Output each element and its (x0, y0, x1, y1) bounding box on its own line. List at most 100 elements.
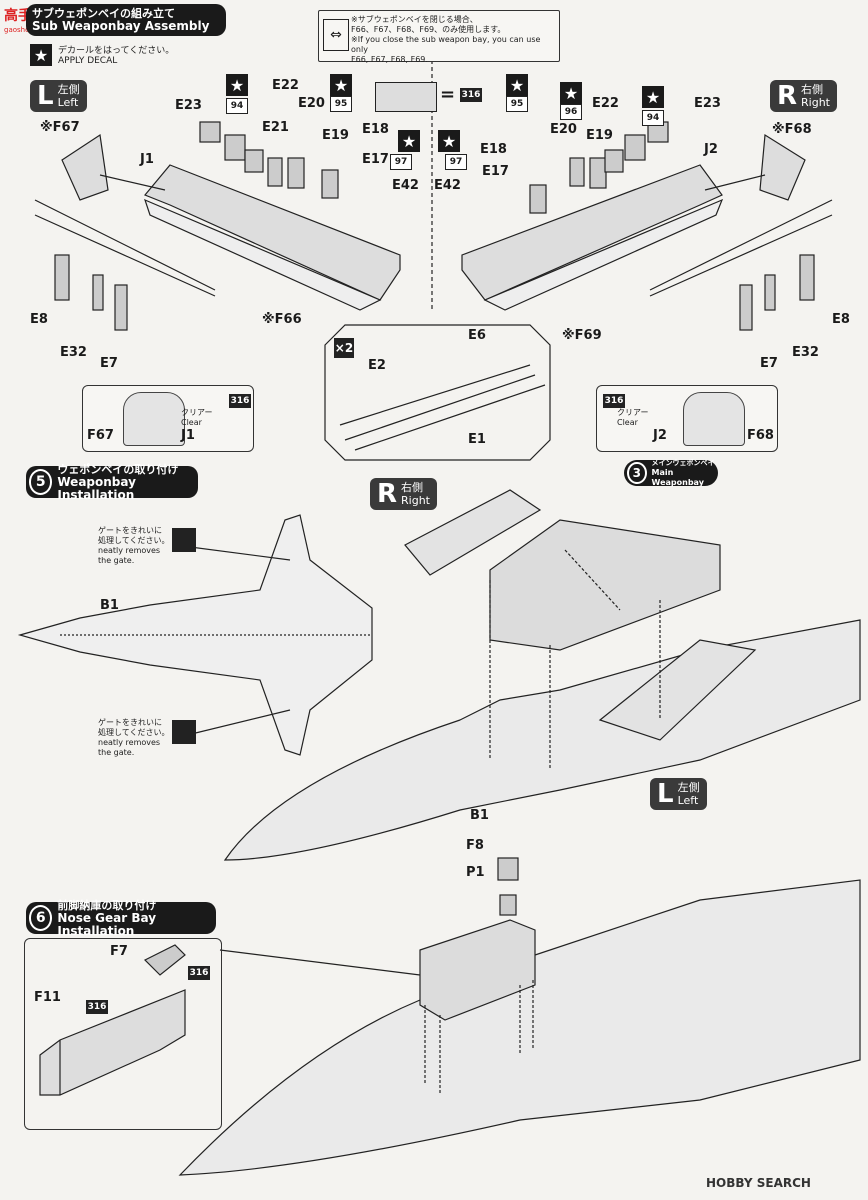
open-close-icon: ⇔ (323, 19, 349, 51)
clear-jp: クリアー (617, 408, 649, 417)
decal-316: 316 (603, 394, 625, 408)
part-e32: E32 (60, 345, 87, 360)
part-b1-side: B1 (470, 808, 489, 823)
left-en: Left (677, 794, 699, 807)
part-e7: E7 (100, 356, 118, 371)
part-f8: F8 (466, 838, 484, 853)
note-box: ⇔ ※サブウェポンベイを閉じる場合、 F66、F67、F68、F69、のみ使用し… (318, 10, 560, 64)
right-letter: R (377, 479, 398, 509)
decal-95-right: 95 (506, 96, 528, 112)
multiplier-badge: ×2 (334, 338, 354, 358)
step6-title-en: Nose Gear Bay Installation (57, 910, 157, 938)
part-e22: E22 (592, 96, 619, 111)
part-e22: E22 (272, 78, 299, 93)
part-e18: E18 (362, 122, 389, 137)
gate-en2: the gate. (98, 556, 135, 565)
decal-star-icon: ★ (398, 130, 420, 152)
part-f69: ※F69 (562, 328, 602, 343)
part-e19: E19 (322, 128, 349, 143)
part-f67: ※F67 (40, 120, 80, 135)
apply-decal-en: APPLY DECAL (58, 56, 118, 66)
step5-title-en: Weaponbay Installation (57, 474, 136, 502)
note-jp2: F66、F67、F68、F69、のみ使用します。 (351, 25, 506, 34)
right-en: Right (801, 96, 830, 109)
step6-number: 6 (29, 905, 53, 931)
part-e18: E18 (480, 142, 507, 157)
left-jp: 左側 (57, 83, 80, 96)
clear-en: Clear (617, 418, 638, 427)
step-title-jp: サブウェポンベイの組み立て (32, 7, 175, 20)
part-e21: E21 (262, 120, 289, 135)
step5-number: 5 (29, 469, 53, 495)
gate-jp: ゲートをきれいに (98, 718, 162, 727)
right-jp: 右側 (401, 481, 424, 494)
part-e2: E2 (368, 358, 386, 373)
part-e17: E17 (362, 152, 389, 167)
part-e17: E17 (482, 164, 509, 179)
step6-title-jp: 前脚納庫の取り付け (57, 898, 157, 912)
part-f66: ※F66 (262, 312, 302, 327)
decal-star-icon: ★ (506, 74, 528, 96)
gate-en: neatly removes (98, 546, 161, 555)
clear-note: クリアー Clear (181, 408, 213, 428)
inset-right-clear-part: 316 クリアー Clear J2 F68 (596, 385, 778, 452)
note-en2: F66, F67, F68, F69. (351, 55, 428, 64)
gate-note-bottom: ゲートをきれいに 処理してください。 neatly removes the ga… (98, 718, 170, 758)
right-jp: 右側 (801, 83, 824, 96)
main-bay-jp: メインウェポンベイ (651, 459, 715, 467)
part-e20: E20 (298, 96, 325, 111)
apply-decal-jp: デカールをはってください。 (58, 46, 175, 56)
inset-f68: F68 (747, 428, 774, 443)
step6-header: 6 前脚納庫の取り付け Nose Gear Bay Installation (26, 898, 216, 937)
decal-95-left: 95 (330, 96, 352, 112)
decal-star-icon: ★ (642, 86, 664, 108)
part-e8: E8 (30, 312, 48, 327)
right-letter: R (777, 81, 798, 111)
left-en: Left (57, 96, 79, 109)
inset-j1: J1 (181, 428, 195, 443)
part-e23: E23 (175, 98, 202, 113)
part-e42: E42 (392, 178, 419, 193)
part-e8: E8 (832, 312, 850, 327)
gate-jp2: 処理してください。 (98, 728, 170, 737)
note-en: ※If you close the sub weapon bay, you ca… (351, 35, 541, 54)
knife-icon (172, 528, 196, 552)
part-f7: F7 (110, 944, 128, 959)
part-j2: J2 (704, 142, 718, 157)
gate-jp: ゲートをきれいに (98, 526, 162, 535)
inset-left-clear-part: F67 クリアー Clear J1 316 (82, 385, 254, 452)
step-title-en: Sub Weaponbay Assembly (32, 19, 210, 33)
decal-97-right: 97 (445, 154, 467, 170)
gate-note-top: ゲートをきれいに 処理してください。 neatly removes the ga… (98, 526, 170, 566)
part-p1: P1 (466, 865, 485, 880)
inset-j2: J2 (653, 428, 667, 443)
decal-316: 316 (86, 1000, 108, 1014)
apply-decal-note: デカールをはってください。 APPLY DECAL (58, 46, 174, 66)
part-f11: F11 (34, 990, 61, 1005)
part-j1: J1 (140, 152, 154, 167)
left-letter: L (657, 779, 674, 809)
decal-star-icon: ★ (560, 82, 582, 104)
decal-96-right: 96 (560, 104, 582, 120)
decal-star-icon: ★ (330, 74, 352, 96)
part-e23: E23 (694, 96, 721, 111)
decal-star-icon: ★ (438, 130, 460, 152)
decal-94-right: 94 (642, 110, 664, 126)
decal-316: 316 (188, 966, 210, 980)
part-f68: ※F68 (772, 122, 812, 137)
main-weaponbay-ref: 3 メインウェポンベイ Main Weaponbay (624, 459, 718, 487)
step-sub-weaponbay-header: サブウェポンベイの組み立て Sub Weaponbay Assembly (26, 4, 226, 36)
decal-97-left: 97 (390, 154, 412, 170)
note-jp: ※サブウェポンベイを閉じる場合、 (351, 15, 478, 24)
part-e1: E1 (468, 432, 486, 447)
part-e42: E42 (434, 178, 461, 193)
part-e6: E6 (468, 328, 486, 343)
clear-note: クリアー Clear (617, 408, 649, 428)
equals-icon: = (440, 84, 456, 105)
part-e20: E20 (550, 122, 577, 137)
